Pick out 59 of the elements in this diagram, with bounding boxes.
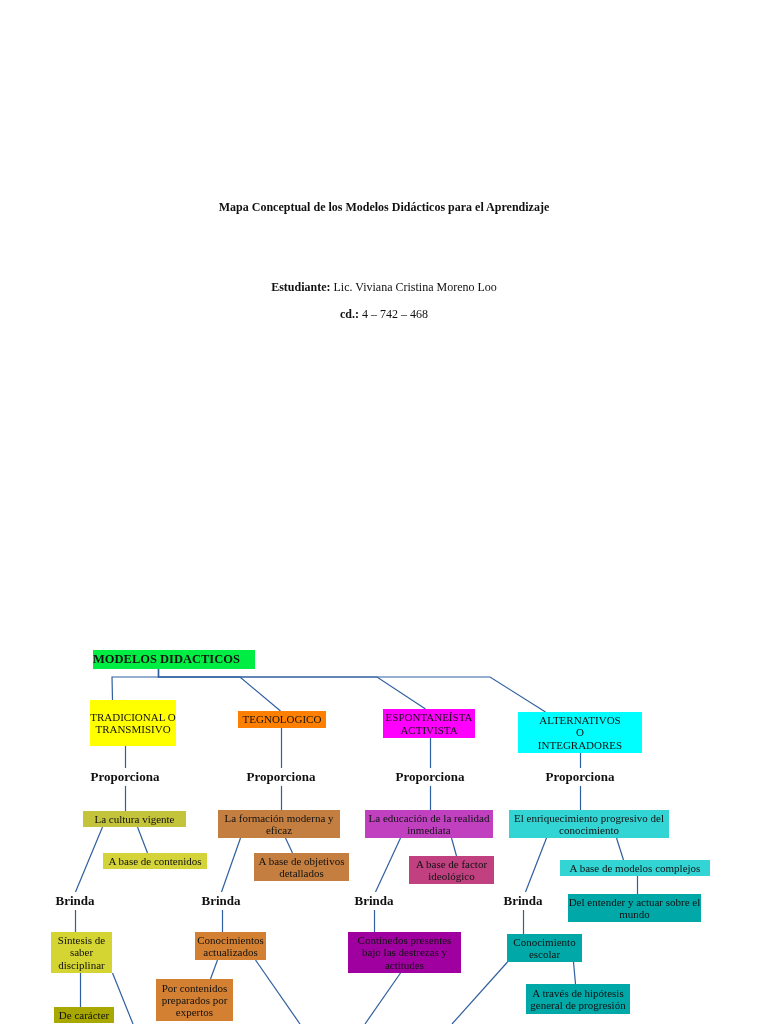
linking-word: Brinda xyxy=(349,892,399,910)
connector-line xyxy=(220,837,242,893)
connector-line xyxy=(74,826,104,893)
concept-box: La cultura vigente xyxy=(83,811,186,827)
student-line: Estudiante: Lic. Viviana Cristina Moreno Loo xyxy=(270,280,498,295)
linking-word: Proporciona xyxy=(85,768,165,786)
connector-line xyxy=(124,745,127,769)
concept-box: Continedos presentes bajo las destrezas y actitudes xyxy=(348,932,461,973)
connector-line xyxy=(136,826,149,854)
concept-box: A base de contenidos xyxy=(103,853,207,869)
concept-box: ESPONTANEÍSTA ACTIVISTA xyxy=(383,709,475,738)
connector-line xyxy=(579,785,582,811)
connector-line xyxy=(451,961,509,1024)
id-line: cd.: 4 – 742 – 468 xyxy=(339,307,429,322)
connector-line xyxy=(280,785,283,811)
connector-line xyxy=(284,837,294,854)
connector-line xyxy=(524,837,548,893)
connector-line xyxy=(209,959,219,980)
connector-line xyxy=(429,785,432,811)
connector-line xyxy=(74,909,77,933)
connector-line xyxy=(522,909,525,935)
title: Mapa Conceptual de los Modelos Didácticos para el Aprendizaje xyxy=(217,200,551,215)
concept-box: TEGNOLOGICO xyxy=(238,711,326,728)
concept-box: La educación de la realidad inmediata xyxy=(365,810,493,838)
concept-box: Síntesis de saber disciplinar xyxy=(51,932,112,973)
connector-line xyxy=(364,972,402,1024)
linking-word: Proporciona xyxy=(241,768,321,786)
linking-word: Brinda xyxy=(498,892,548,910)
linking-word: Proporciona xyxy=(390,768,470,786)
concept-box: Del entender y actuar sobre el mundo xyxy=(568,894,701,922)
connector-line xyxy=(572,961,577,985)
concept-box: De carácter xyxy=(54,1007,114,1023)
concept-box: Conocimientos actualizados xyxy=(195,932,266,960)
connector-line xyxy=(254,959,301,1024)
connector-line xyxy=(79,972,82,1008)
concept-box: Conocimiento escolar xyxy=(507,934,582,962)
concept-box: La formación moderna y eficaz xyxy=(218,810,340,838)
connector-line xyxy=(429,737,432,769)
concept-box: ALTERNATIVOS O INTEGRADORES xyxy=(518,712,642,753)
connector-line xyxy=(280,727,283,769)
connector-line xyxy=(450,837,458,857)
linking-word: Brinda xyxy=(196,892,246,910)
connector-line xyxy=(111,972,134,1024)
concept-box: El enriquecimiento progresivo del conocimiento xyxy=(509,810,669,838)
concept-box: A base de factor ideológico xyxy=(409,856,494,884)
main-concept-box: MODELOS DIDACTICOS xyxy=(93,650,255,669)
connector-line xyxy=(157,668,547,713)
concept-box: A través de hipótesis general de progresión xyxy=(526,984,630,1014)
connector-line xyxy=(221,909,224,933)
linking-word: Brinda xyxy=(50,892,100,910)
concept-box: A base de modelos complejos xyxy=(560,860,710,876)
concept-box: TRADICIONAL O TRANSMISIVO xyxy=(90,700,176,746)
concept-box: A base de objetivos detallados xyxy=(254,853,349,881)
connector-line xyxy=(124,785,127,812)
concept-box: Por contenidos preparados por expertos xyxy=(156,979,233,1021)
linking-word: Proporciona xyxy=(540,768,620,786)
connector-line xyxy=(374,837,402,893)
connector-line xyxy=(615,837,625,861)
connector-line xyxy=(373,909,376,933)
